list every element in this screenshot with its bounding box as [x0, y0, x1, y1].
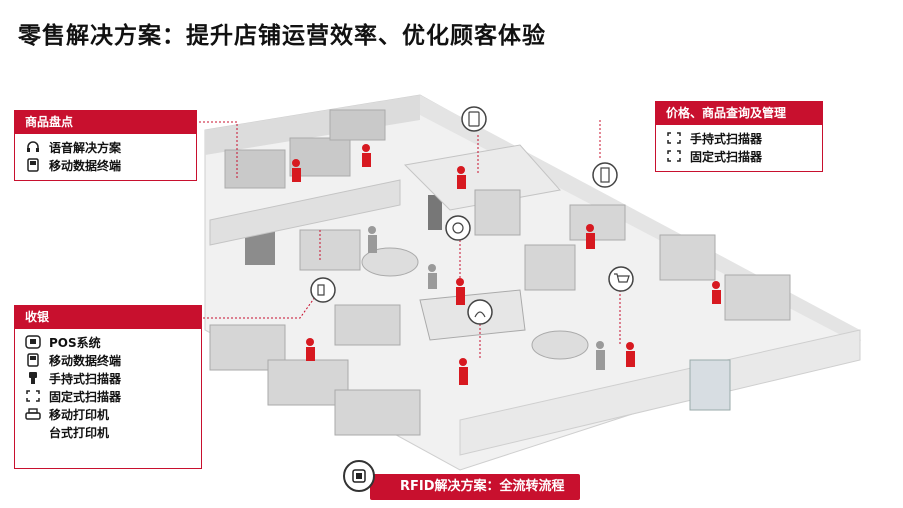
fixed-scanner-badge	[592, 162, 618, 188]
list-item-label: 移动数据终端	[49, 353, 122, 368]
callout-checkout-title: 收银	[15, 306, 201, 329]
scan-frame-icon	[25, 389, 41, 403]
list-item: 手持式扫描器	[25, 369, 191, 387]
list-item: 固定式扫描器	[666, 147, 812, 165]
list-item-label: 手持式扫描器	[49, 371, 122, 386]
list-item-label: 固定式扫描器	[49, 389, 122, 404]
leader-lines	[195, 120, 621, 360]
list-item-label: 移动数据终端	[49, 158, 122, 173]
office-wall	[403, 144, 561, 211]
callout-price-lookup: 价格、商品查询及管理 手持式扫描器 固定式扫描器	[655, 101, 823, 172]
list-item-label: 移动打印机	[49, 407, 110, 422]
list-item: 固定式扫描器	[25, 387, 191, 405]
mobile-computer-icon	[25, 158, 41, 172]
callout-checkout: 收银 POS系统 移动数据终端 手持式扫描器 固定式扫描器	[14, 305, 202, 469]
list-item: 移动数据终端	[25, 351, 191, 369]
handheld-scanner-icon	[25, 371, 41, 385]
page-title: 零售解决方案：提升店铺运营效率、优化顾客体验	[18, 23, 546, 49]
callout-price-lookup-title: 价格、商品查询及管理	[656, 102, 822, 125]
sales-floor-shelves	[209, 189, 791, 436]
list-item: 移动打印机	[25, 405, 191, 423]
cart-badge	[608, 266, 634, 292]
mobile-computer-icon	[25, 353, 41, 367]
scan-frame-icon	[666, 131, 682, 145]
callout-inventory-title: 商品盘点	[15, 111, 196, 134]
list-item-label: POS系统	[49, 335, 101, 350]
list-item-label: 手持式扫描器	[690, 131, 763, 146]
list-item: 语音解决方案	[25, 138, 186, 156]
scan-frame-icon	[666, 149, 682, 163]
printer-icon	[25, 425, 41, 439]
staff-figures	[292, 144, 721, 385]
headset-icon	[25, 140, 41, 154]
callout-inventory: 商品盘点 语音解决方案 移动数据终端	[14, 110, 197, 181]
entrance-door	[689, 359, 731, 411]
rfid-reader-badge	[310, 277, 336, 303]
list-item: 移动数据终端	[25, 156, 186, 174]
display-table	[361, 247, 419, 277]
stockroom-wall	[209, 179, 401, 246]
network-hub-badge	[445, 215, 471, 241]
stockroom-shelves	[224, 109, 386, 189]
display-table	[531, 330, 589, 360]
list-item: POS系统	[25, 333, 191, 351]
list-item: 台式打印机	[25, 423, 191, 441]
office-door	[428, 195, 442, 230]
list-item: 手持式扫描器	[666, 129, 812, 147]
list-item-label: 台式打印机	[49, 425, 110, 440]
pos-terminal-icon	[25, 335, 41, 349]
shopper-figures	[368, 226, 605, 370]
rfid-tag-icon	[343, 460, 375, 492]
mobile-computer-badge	[461, 106, 487, 132]
list-item-label: 语音解决方案	[49, 140, 122, 155]
rfid-banner: RFID解决方案：全流转流程	[370, 474, 580, 500]
list-item-label: 固定式扫描器	[690, 149, 763, 164]
printer-icon	[25, 407, 41, 421]
